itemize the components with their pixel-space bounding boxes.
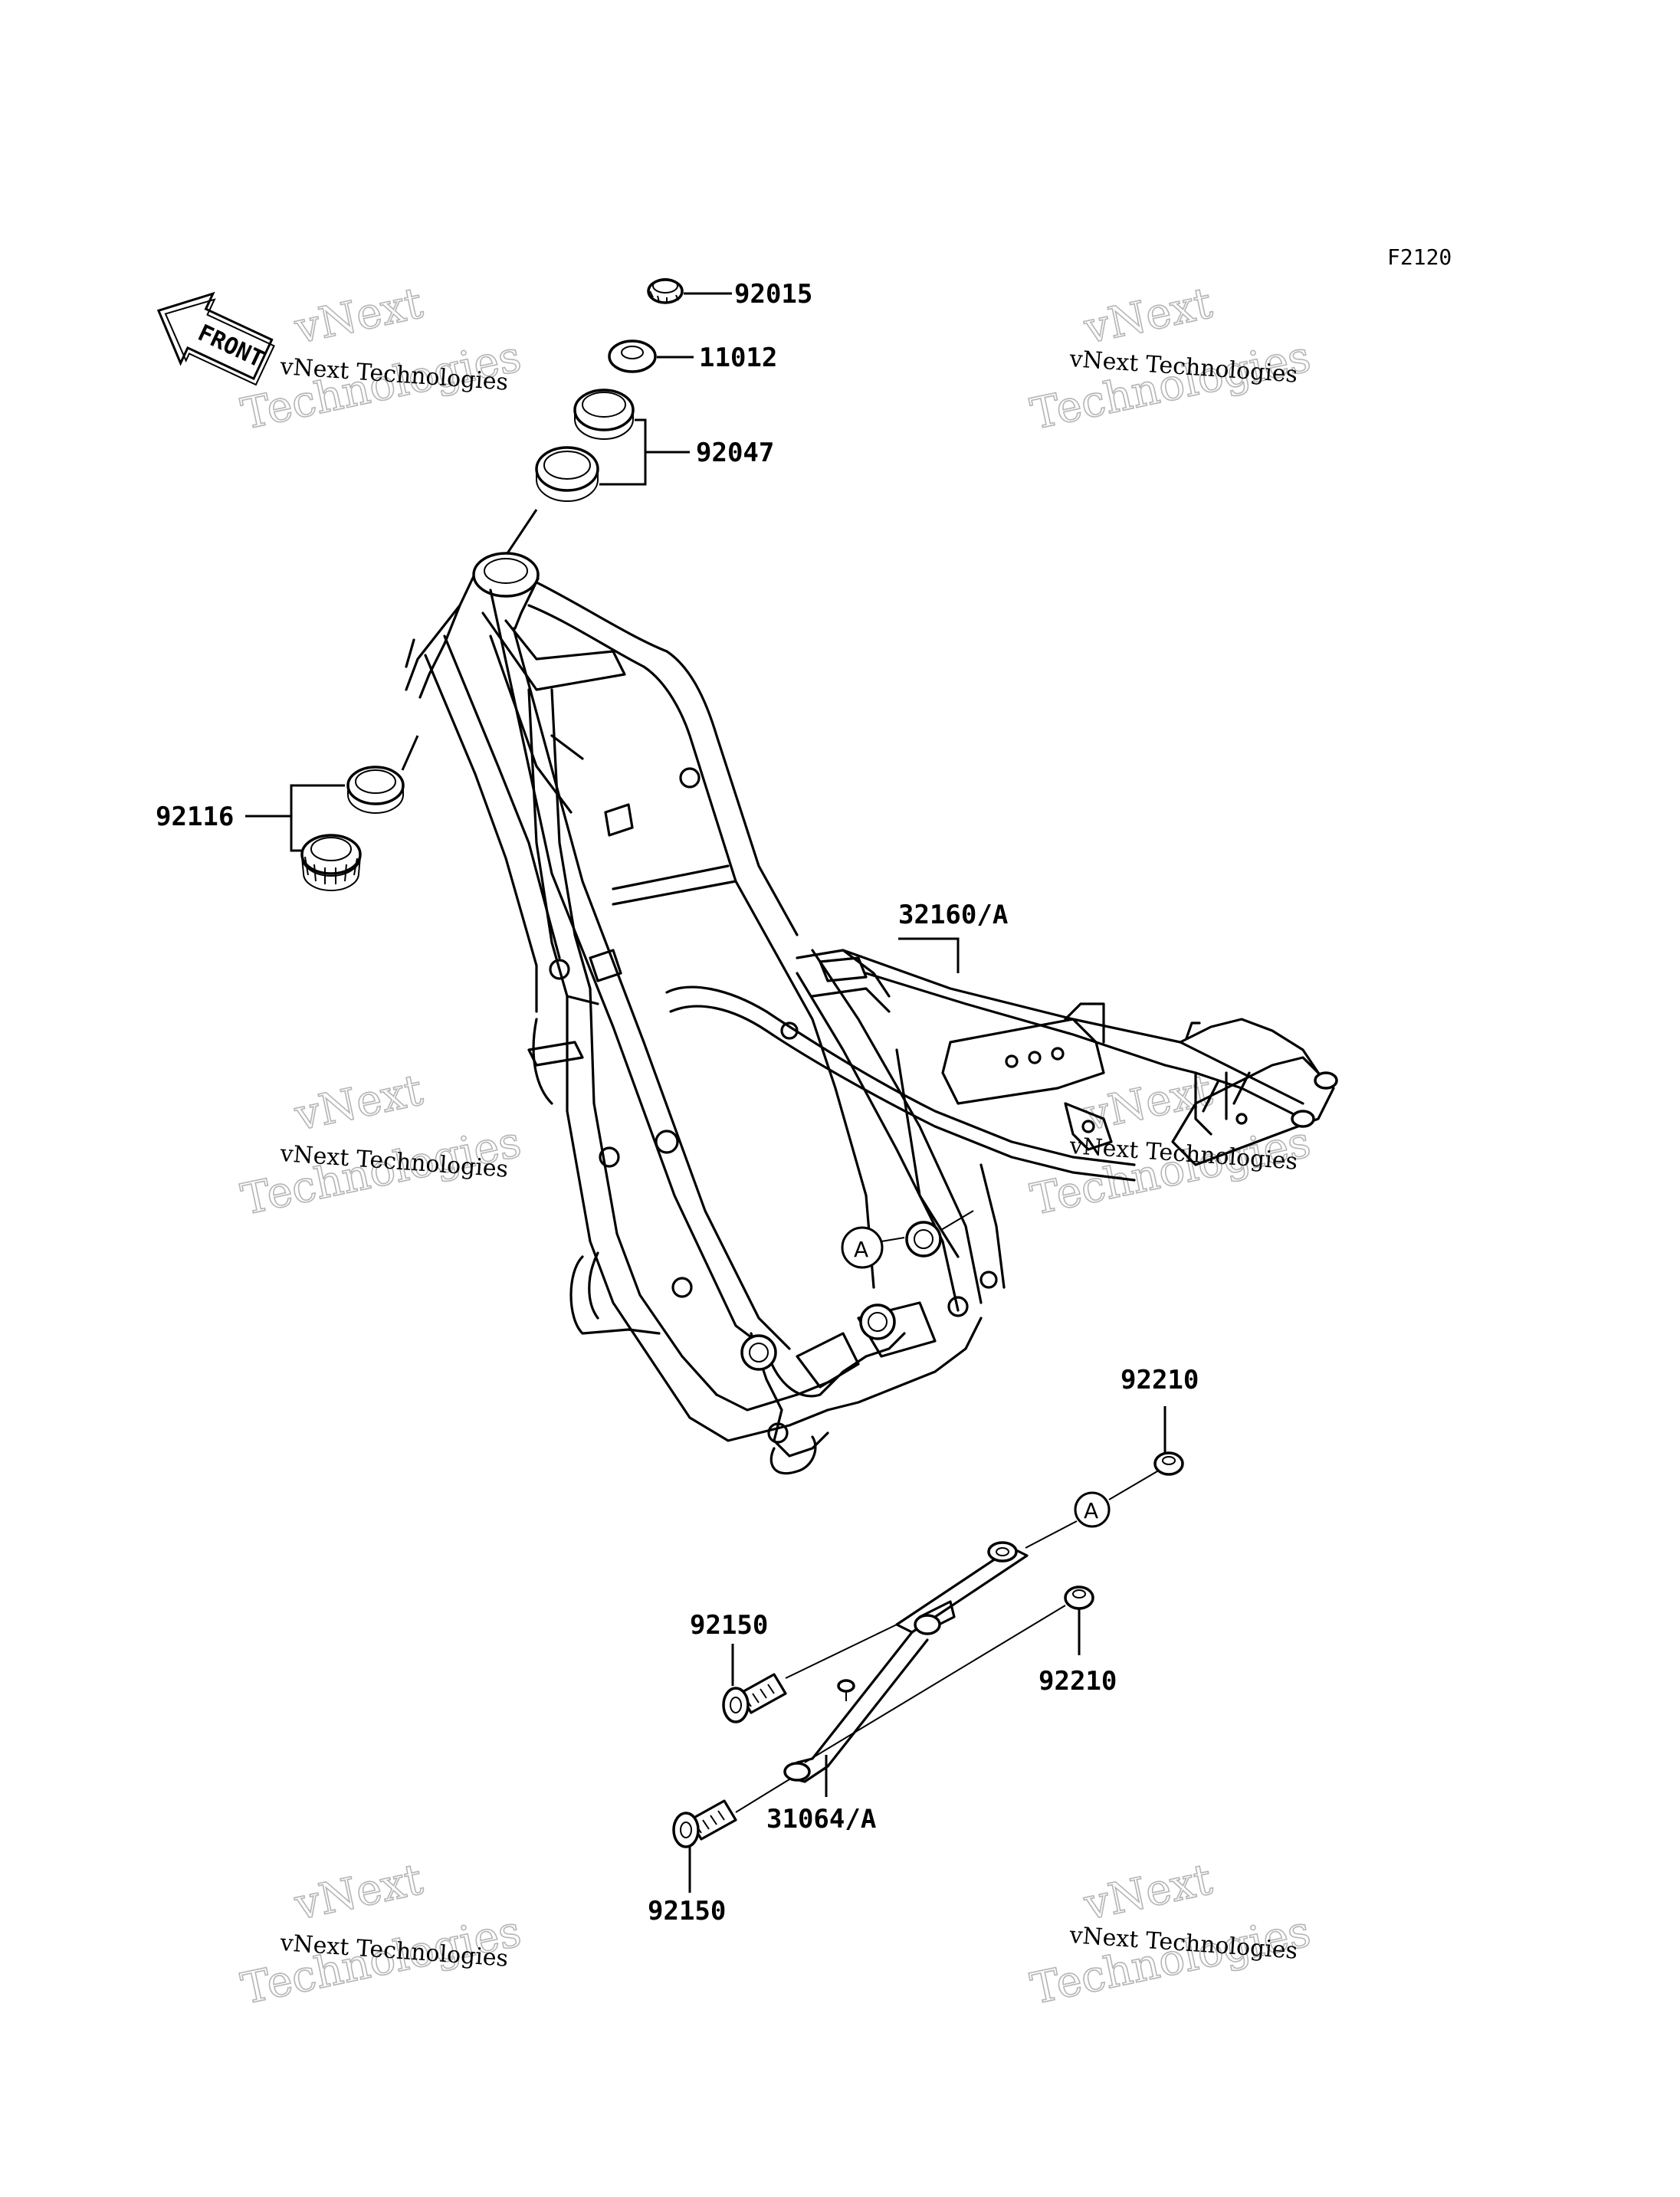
- part-label-11012[interactable]: 11012: [699, 343, 777, 373]
- part-92150-bolt-top[interactable]: [722, 1673, 787, 1723]
- stay-ref-marker-A: A: [1084, 1498, 1098, 1523]
- part-31064-stay[interactable]: [783, 1541, 1029, 1783]
- part-92210-nut-mid[interactable]: [1064, 1585, 1094, 1610]
- part-label-32160[interactable]: 32160/A: [898, 900, 1008, 930]
- part-92150-bolt-bottom[interactable]: [672, 1799, 737, 1848]
- leader-92116: [245, 784, 345, 852]
- frame-32160[interactable]: A: [405, 552, 1338, 1475]
- part-11012-washer[interactable]: [608, 339, 657, 373]
- part-92047-race-lower[interactable]: [535, 446, 599, 502]
- part-label-92210-mid[interactable]: 92210: [1039, 1666, 1117, 1697]
- part-label-92047[interactable]: 92047: [696, 438, 774, 468]
- part-label-31064[interactable]: 31064/A: [766, 1804, 876, 1835]
- leader-ref-a: [1025, 1520, 1078, 1549]
- watermark-top-left: vNext Technologies vNext Technologies: [237, 277, 527, 440]
- leader-92047: [599, 418, 690, 486]
- leader-ref-a-nut: [1108, 1471, 1158, 1500]
- part-label-92150-bottom[interactable]: 92150: [648, 1896, 726, 1926]
- watermark-top-right: vNext Technologies vNext Technologies: [1026, 277, 1316, 440]
- part-label-92116[interactable]: 92116: [156, 802, 234, 832]
- part-92047-race-upper[interactable]: [573, 389, 635, 440]
- leader-bolt-top-stay: [785, 1624, 897, 1679]
- leader-nut-mid-stay: [804, 1605, 1066, 1763]
- part-92116-race[interactable]: [346, 766, 405, 814]
- leader-92116-frame: [401, 735, 419, 771]
- watermark-bottom-left: vNext Technologies vNext Technologies: [237, 1854, 527, 2015]
- front-arrow-icon: FRONT: [156, 291, 275, 386]
- part-92116-bearing[interactable]: [300, 834, 362, 891]
- part-label-92210-top[interactable]: 92210: [1121, 1365, 1199, 1395]
- watermark-bottom-right: vNext Technologies vNext Technologies: [1026, 1854, 1316, 2015]
- svg-text:vNext: vNext: [290, 1854, 427, 1930]
- leader-bolt-bottom-stay: [735, 1779, 790, 1813]
- svg-text:vNext: vNext: [290, 1065, 427, 1141]
- part-92015-nut[interactable]: [647, 278, 684, 304]
- diagram-code: F2120: [1387, 244, 1452, 270]
- watermark-mid-right: vNext Technologies vNext Technologies: [1026, 1064, 1316, 1225]
- part-label-92015[interactable]: 92015: [734, 279, 812, 310]
- stay-ref-marker: [1074, 1491, 1111, 1528]
- part-label-92150-top[interactable]: 92150: [690, 1610, 768, 1641]
- frame-ref-marker-A: A: [854, 1237, 868, 1262]
- svg-text:vNext: vNext: [290, 278, 427, 354]
- leader-32160: [898, 937, 960, 973]
- svg-text:vNext: vNext: [1079, 278, 1216, 354]
- svg-text:vNext: vNext: [1079, 1854, 1216, 1930]
- watermark-mid-left: vNext Technologies vNext Technologies: [237, 1064, 527, 1225]
- part-92210-nut-top[interactable]: [1153, 1451, 1184, 1476]
